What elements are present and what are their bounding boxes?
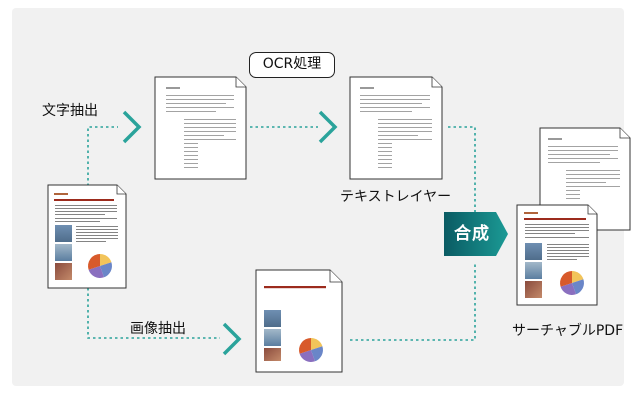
- text-only-document: [154, 76, 247, 180]
- label-text-extraction: 文字抽出: [42, 103, 98, 119]
- chevron-arrow-icon: [222, 322, 242, 356]
- label-text-layer: テキストレイヤー: [340, 189, 452, 205]
- connector-to-image-extraction: [87, 288, 220, 339]
- image-thumbnail-icon: [264, 348, 281, 361]
- image-thumbnail-icon: [264, 310, 281, 327]
- image-thumbnail-icon: [525, 243, 542, 260]
- pie-chart-icon: [299, 338, 323, 362]
- image-thumbnail-icon: [55, 225, 72, 242]
- image-thumbnail-icon: [525, 262, 542, 279]
- label-ocr-processing: OCR処理: [249, 52, 335, 78]
- image-thumbnail-icon: [55, 263, 72, 280]
- pie-chart-icon: [560, 271, 584, 295]
- image-only-document: [255, 269, 343, 373]
- image-thumbnail-icon: [55, 244, 72, 261]
- merge-arrow: [444, 212, 508, 256]
- flow-connectors: [87, 126, 476, 341]
- connector-text-layer-to-merge: [448, 126, 476, 212]
- label-image-extraction: 画像抽出: [130, 321, 186, 337]
- pie-chart-icon: [88, 254, 112, 278]
- searchable-pdf-document: [516, 127, 631, 306]
- image-thumbnail-icon: [264, 329, 281, 346]
- image-thumbnail-icon: [525, 281, 542, 298]
- chevron-arrow-icon: [122, 110, 142, 144]
- chevron-arrow-icon: [318, 110, 338, 144]
- label-merge: 合成: [454, 224, 490, 244]
- connector-image-to-merge: [350, 262, 476, 341]
- label-searchable-pdf: サーチャブルPDF: [512, 323, 624, 339]
- text-layer-document: [349, 76, 443, 180]
- original-document: [47, 184, 127, 289]
- connector-to-text-extraction: [87, 126, 118, 186]
